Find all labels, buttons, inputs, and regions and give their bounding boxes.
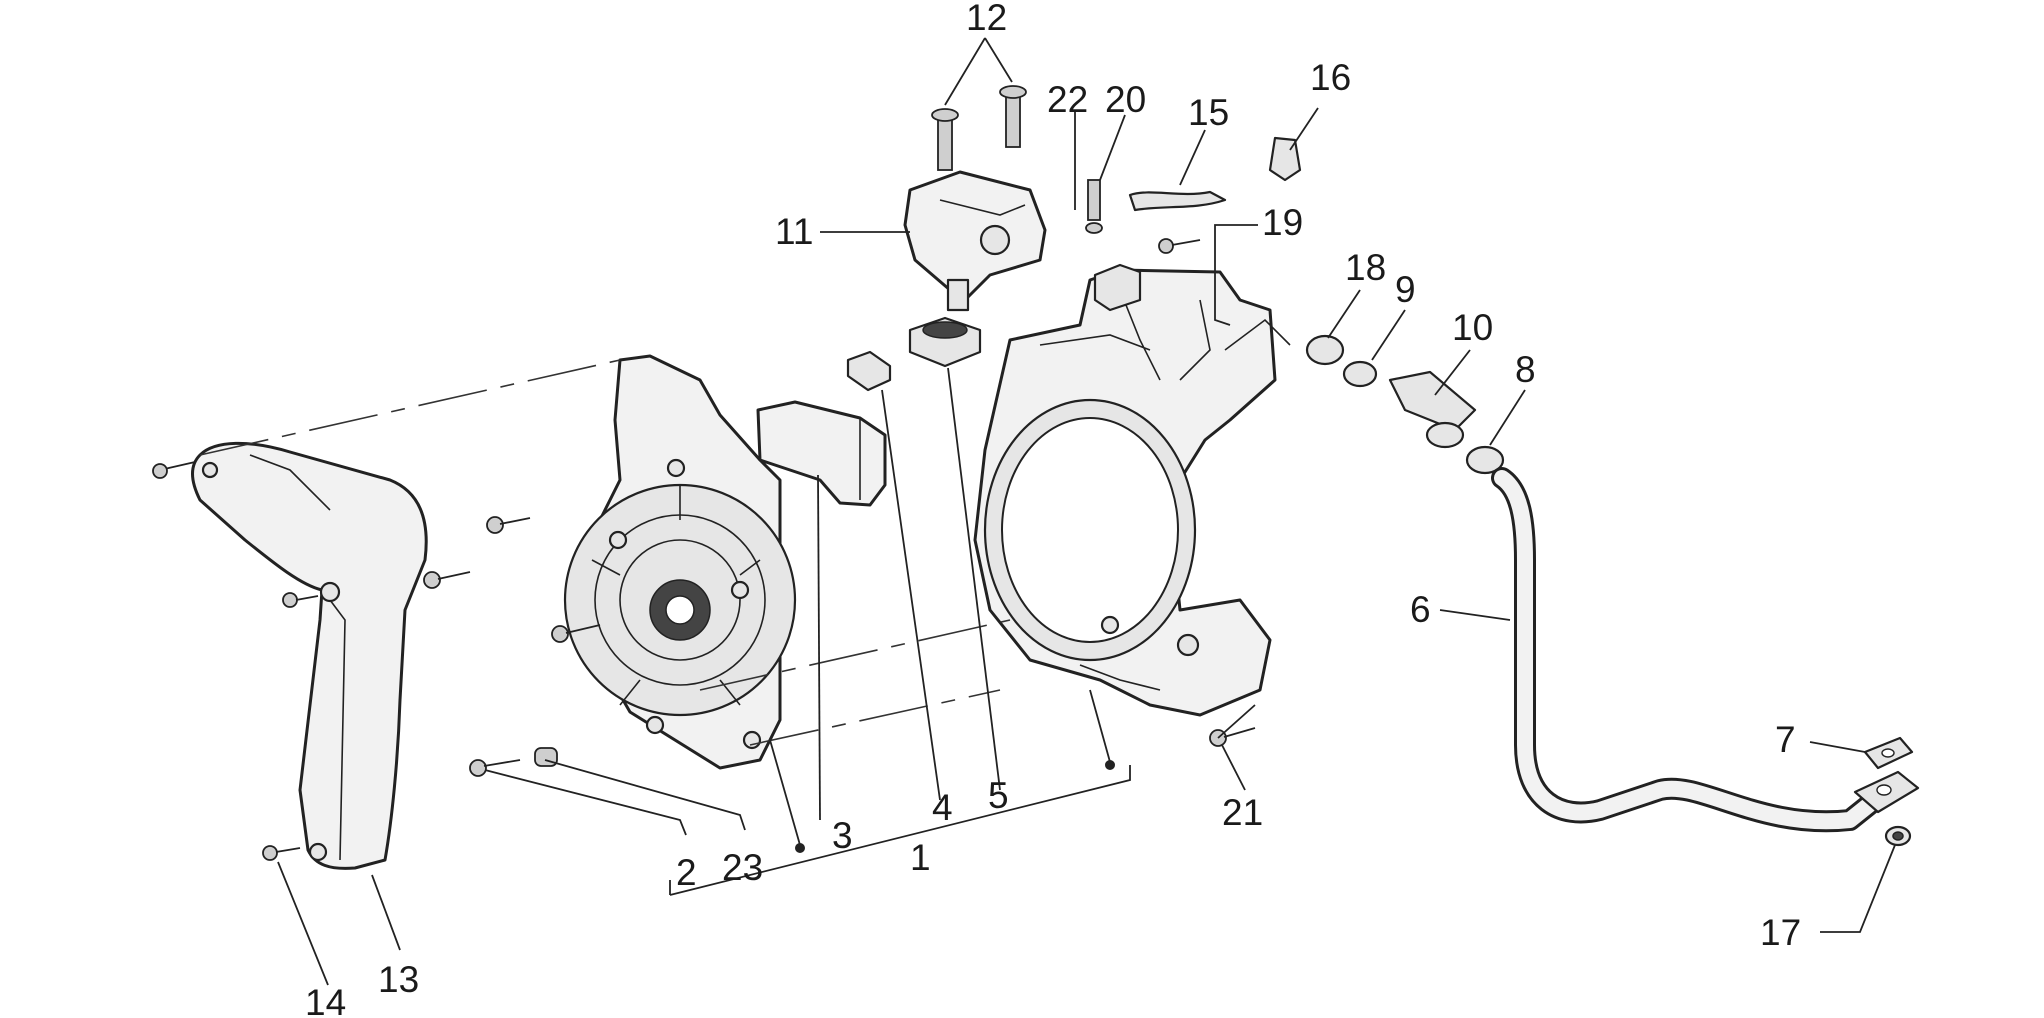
label-12: 12 [966,0,1007,38]
label-15: 15 [1188,92,1229,133]
hose-clamps [1305,334,1505,475]
part-13-outer-cover [191,441,428,870]
label-11: 11 [775,211,813,252]
label-6: 6 [1410,589,1431,630]
label-13: 13 [378,959,419,1000]
label-23: 23 [722,847,763,888]
label-3: 3 [832,815,853,856]
alignment-lines [199,359,1011,746]
part-12-bolts [931,85,1027,171]
label-2: 2 [676,852,697,893]
part-5-seal [908,316,982,368]
label-7: 7 [1775,719,1796,760]
label-21: 21 [1222,792,1263,833]
label-8: 8 [1515,349,1536,390]
part-6-pipe [1491,467,1886,833]
part-1-main-housing [973,263,1291,717]
label-14: 14 [305,982,346,1018]
part-16-clip [1268,136,1302,182]
label-19: 19 [1262,202,1303,243]
screws [152,179,1256,861]
part-17-nut [1884,825,1912,847]
label-18: 18 [1345,247,1386,288]
fan-cover-assembly [563,354,797,770]
label-20: 20 [1105,79,1146,120]
part-4-clip [846,350,892,392]
label-17: 17 [1760,912,1801,953]
part-15-hose [1128,190,1227,212]
label-10: 10 [1452,307,1493,348]
exhaust-flange [1853,770,1920,814]
label-9: 9 [1395,269,1416,310]
part-labels: 1 2 3 4 5 6 7 8 9 10 11 12 13 14 15 16 1… [305,0,1801,1018]
part-7-gasket [1863,736,1914,770]
label-5: 5 [988,775,1009,816]
leader-lines [277,37,1896,986]
label-1: 1 [910,837,931,878]
label-22: 22 [1047,79,1088,120]
label-4: 4 [932,787,953,828]
part-3-foam-pad [756,400,887,507]
part-11-valve [903,170,1047,312]
label-16: 16 [1310,57,1351,98]
